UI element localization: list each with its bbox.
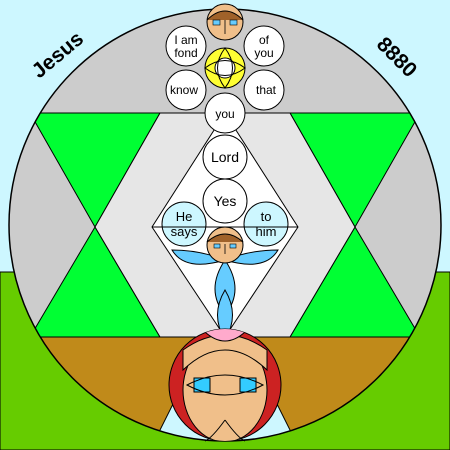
- word-to: to: [261, 209, 272, 224]
- top-face: [206, 3, 244, 41]
- word-lord: Lord: [211, 149, 239, 165]
- small-face: [206, 226, 244, 264]
- word-know: know: [170, 83, 198, 97]
- left-small-circle: [161, 201, 207, 247]
- word-i-am: I am: [174, 33, 197, 47]
- word-fond: fond: [174, 46, 197, 60]
- bottom-face: [168, 328, 282, 442]
- word-of: of: [259, 33, 270, 47]
- word-yes: Yes: [214, 193, 237, 209]
- word-you-center: you: [215, 107, 234, 121]
- flower-of-life: [165, 25, 285, 134]
- petal-group: [171, 249, 279, 341]
- word-he: He: [176, 209, 193, 224]
- word-says: says: [171, 224, 198, 239]
- right-small-circle: [243, 201, 289, 247]
- word-you-top: you: [254, 46, 273, 60]
- word-that: that: [256, 83, 277, 97]
- yes-circle: [202, 178, 248, 224]
- word-him: him: [256, 224, 277, 239]
